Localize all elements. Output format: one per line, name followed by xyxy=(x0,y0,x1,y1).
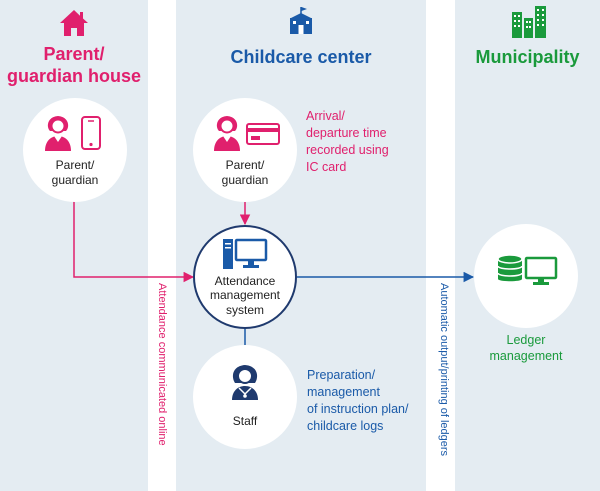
parent-house-header: Parent/ guardian house xyxy=(6,44,141,86)
parent-house-icon xyxy=(58,8,90,43)
staff-icon xyxy=(230,363,260,406)
ledger-output-label: Automatic output/printing of ledgers xyxy=(438,283,450,457)
school-icon xyxy=(286,6,316,41)
parent-icon xyxy=(44,114,72,157)
city-buildings-icon xyxy=(510,4,548,43)
parent-icon xyxy=(213,114,241,157)
parent-center-label: Parent/ guardian xyxy=(221,158,269,187)
online-communication-label: Attendance communicated online xyxy=(156,283,168,446)
ic-card-note: Arrival/ departure time recorded using I… xyxy=(306,109,389,174)
smartphone-icon xyxy=(80,116,102,155)
database-icon xyxy=(497,254,523,289)
computer-icon xyxy=(221,237,269,276)
attendance-system-node xyxy=(193,225,297,329)
online-flow-line xyxy=(73,200,195,283)
staff-label: Staff xyxy=(232,414,258,428)
staff-note: Preparation/ management of instruction p… xyxy=(307,368,409,433)
monitor-icon xyxy=(524,256,558,291)
parent-center-node xyxy=(193,98,297,202)
attendance-system-label: Attendance management system xyxy=(209,274,281,317)
childcare-center-header: Childcare center xyxy=(230,47,372,67)
ic-card-icon xyxy=(246,123,280,150)
municipality-header: Municipality xyxy=(475,47,580,67)
parent-home-node xyxy=(23,98,127,202)
parent-home-label: Parent/ guardian xyxy=(51,158,99,187)
ledger-label: Ledger management xyxy=(489,333,563,363)
